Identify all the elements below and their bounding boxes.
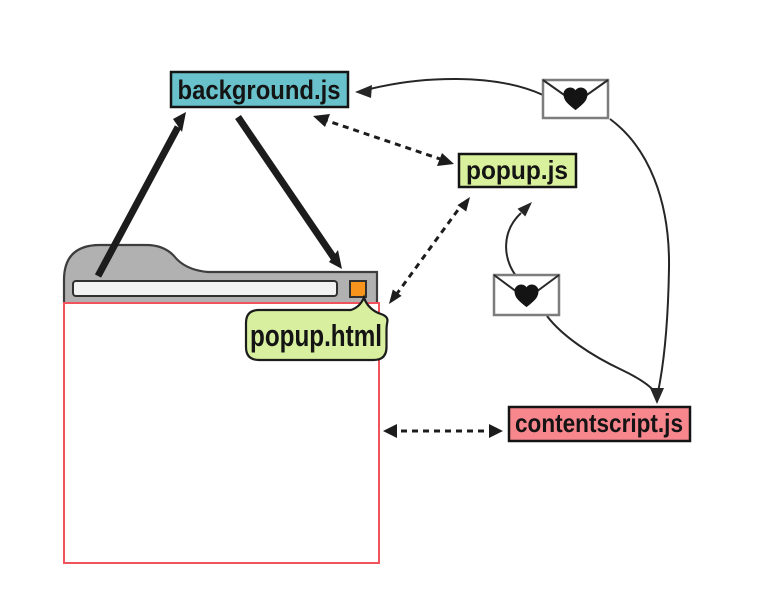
svg-text:popup.js: popup.js bbox=[466, 155, 568, 185]
svg-text:popup.html: popup.html bbox=[250, 318, 382, 353]
svg-text:background.js: background.js bbox=[178, 75, 341, 105]
svg-text:contentscript.js: contentscript.js bbox=[515, 408, 683, 438]
